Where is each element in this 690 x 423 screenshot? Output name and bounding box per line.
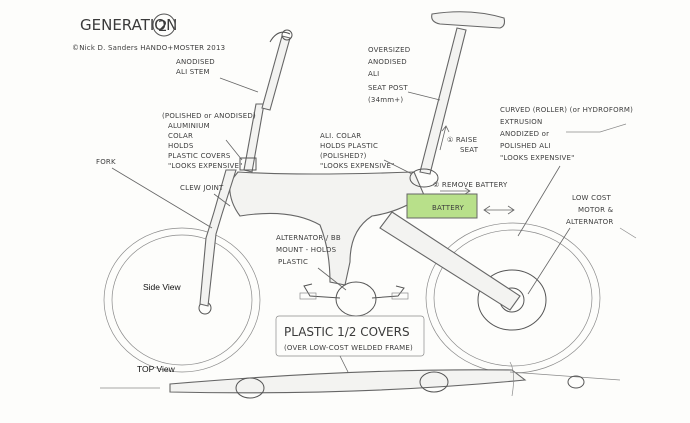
generation-number-circle (152, 13, 176, 37)
plastic-covers-label: PLASTIC 1/2 COVERS (284, 325, 410, 339)
curved-roller-arrow (517, 165, 561, 237)
collar-callout-line5: PLASTIC COVERS (168, 152, 231, 160)
remove-battery-label: ② REMOVE BATTERY (433, 181, 508, 189)
raise-seat-line2: SEAT (460, 146, 479, 154)
collar-callout-line1: (POLISHED or ANODISED) (162, 112, 256, 120)
alternator-line3: PLASTIC (278, 258, 308, 266)
handlebar-end (281, 29, 293, 41)
plastic-covers-box (275, 315, 425, 357)
fork-callout: FORK (96, 158, 116, 166)
crank-right (371, 285, 405, 299)
fork (199, 169, 237, 307)
collar-callout-line3: COLAR (168, 132, 193, 140)
side-view-label: Side View (143, 282, 182, 292)
front-wheel (103, 227, 261, 373)
stem-arrow (219, 77, 259, 93)
ali-colar-line2: HOLDS PLASTIC (320, 142, 378, 150)
seatpost-callout-line3: ALI (368, 70, 379, 78)
raise-seat-line1: ① RAISE (447, 136, 477, 144)
sketch-title: GENERATION (80, 16, 177, 34)
remove-battery-arrow (440, 187, 471, 195)
seatpost-callout-line4: SEAT POST (368, 84, 408, 92)
motor-line3: ALTERNATOR (566, 218, 613, 226)
top-view-label: TOP View (137, 364, 176, 374)
alternator-arrow (317, 267, 347, 291)
curved-roller-line3: ANODIZED or (500, 130, 549, 138)
collar-arrow (225, 139, 243, 161)
motor-leader (619, 227, 637, 239)
seatpost-callout-line2: ANODISED (368, 58, 407, 66)
alternator-line1: ALTERNATOR / BB (276, 234, 341, 242)
curved-roller-line5: "LOOKS EXPENSIVE" (500, 154, 575, 162)
rear-stay (379, 211, 521, 311)
pedal-left (299, 292, 317, 300)
handlebar (269, 31, 291, 43)
battery (406, 193, 478, 219)
ali-colar-line1: ALI. COLAR (320, 132, 361, 140)
alternator-line2: MOUNT - HOLDS (276, 246, 337, 254)
battery-label: BATTERY (432, 204, 465, 212)
stem-callout-line1: ANODISED (176, 58, 215, 66)
seat-collar (409, 168, 439, 188)
main-frame (229, 171, 425, 286)
clew-joint-callout: CLEW JOINT (180, 184, 224, 192)
sketch-credit: ©Nick D. Sanders HANDO+MOSTER 2013 (72, 44, 225, 52)
stem (261, 35, 291, 111)
over-frame-label: (OVER LOW-COST WELDED FRAME) (284, 344, 413, 352)
head-collar (239, 157, 257, 171)
curved-roller-leader (566, 123, 627, 133)
pedal-right (391, 292, 409, 300)
collar-callout-line2: ALUMINIUM (168, 122, 210, 130)
seat-post (419, 27, 467, 175)
curved-roller-line1: CURVED (ROLLER) (or HYDROFORM) (500, 106, 633, 114)
motor-arrow (527, 227, 571, 295)
seatpost-callout-line5: (34mm+) (368, 96, 403, 104)
generation-number: 2 (158, 17, 168, 35)
motor-line2: MOTOR & (578, 206, 614, 214)
seatpost-callout-line1: OVERSIZED (368, 46, 410, 54)
motor-line1: LOW COST (572, 194, 612, 202)
raise-seat-arrow (439, 125, 450, 151)
curved-roller-line4: POLISHED ALI (500, 142, 551, 150)
clew-joint-arrow (213, 193, 231, 207)
ali-colar-line3: (POLISHED?) (320, 152, 367, 160)
curved-roller-line2: EXTRUSION (500, 118, 542, 126)
collar-callout-line4: HOLDS (168, 142, 194, 150)
fork-arrow (111, 167, 213, 229)
plastic-covers-arrow (339, 355, 349, 373)
ali-colar-line4: "LOOKS EXPENSIVE" (320, 162, 395, 170)
ali-colar-arrow (383, 159, 413, 175)
seatpost-arrow (407, 91, 441, 101)
saddle (431, 11, 506, 29)
battery-arrow (483, 205, 515, 215)
top-view-frame (100, 361, 621, 399)
stem-callout-line2: ALI STEM (176, 68, 210, 76)
crank-left (303, 283, 341, 299)
collar-callout-line6: "LOOKS EXPENSIVE" (168, 162, 243, 170)
